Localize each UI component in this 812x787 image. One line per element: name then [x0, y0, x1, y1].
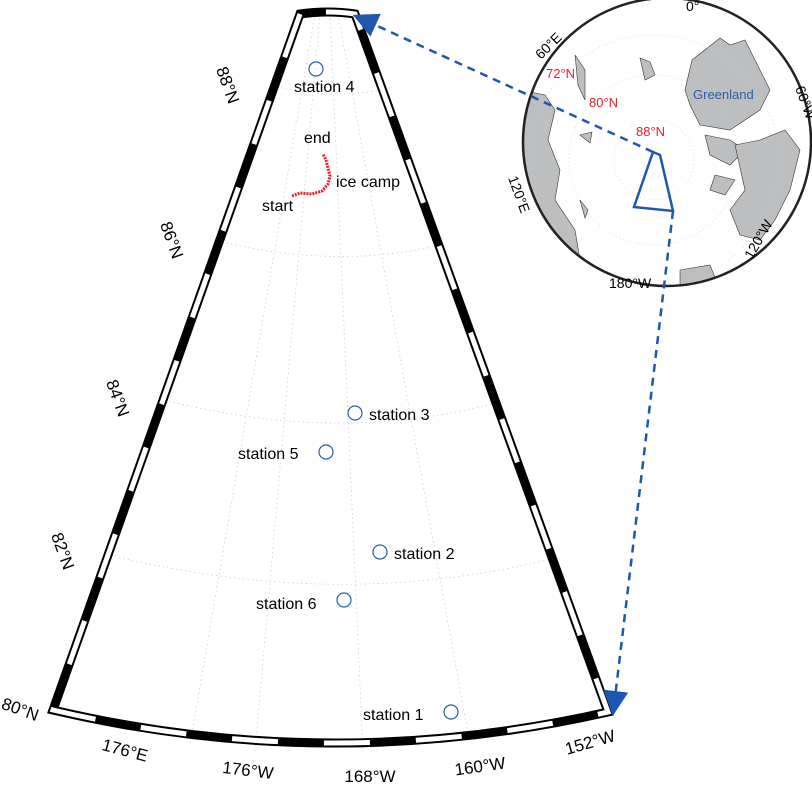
track-start-label: start [262, 198, 294, 215]
map-frame [47, 7, 614, 748]
station-1-marker [443, 704, 459, 720]
station-5-marker [318, 444, 334, 460]
inset-lat-88: 88°N [636, 124, 665, 139]
station-1-label: station 1 [363, 707, 424, 724]
station-6-marker [336, 592, 352, 608]
ice-camp-track [291, 153, 332, 198]
station-2-label: station 2 [394, 546, 455, 563]
inset-lon-0: 0° [686, 0, 699, 14]
lon-label-152w: 152°W [563, 726, 617, 758]
station-4-marker [308, 61, 324, 77]
lat-label-88: 88°N [212, 64, 243, 106]
inset-lat-72: 72°N [546, 66, 575, 81]
inset-lat-80: 80°N [589, 95, 618, 110]
station-2-marker [372, 544, 388, 560]
lon-label-168w: 168°W [344, 767, 395, 786]
connector-line-top [352, 13, 654, 154]
lat-label-82: 82°N [47, 530, 78, 572]
inset-lon-180w: 180°W [609, 275, 652, 291]
station-3-marker [347, 405, 363, 421]
lat-label-80: 80°N [0, 694, 41, 725]
station-4-label: station 4 [294, 79, 355, 96]
lat-label-86: 86°N [156, 219, 187, 261]
station-markers [308, 61, 459, 720]
station-3-label: station 3 [369, 407, 430, 424]
lat-label-84: 84°N [102, 377, 133, 419]
graticule [109, 13, 556, 753]
inset-map: Greenland 72°N 80°N 88°N 0° 60°E 60°W 12… [505, 0, 812, 291]
ice-camp-label: ice camp [336, 174, 400, 191]
station-5-label: station 5 [238, 446, 299, 463]
station-6-label: station 6 [256, 596, 317, 613]
lon-label-176e: 176°E [100, 735, 150, 765]
greenland-label: Greenland [693, 87, 754, 102]
lon-label-160w: 160°W [453, 754, 506, 780]
lon-label-176w: 176°W [221, 758, 274, 783]
track-end-label: end [304, 130, 331, 147]
